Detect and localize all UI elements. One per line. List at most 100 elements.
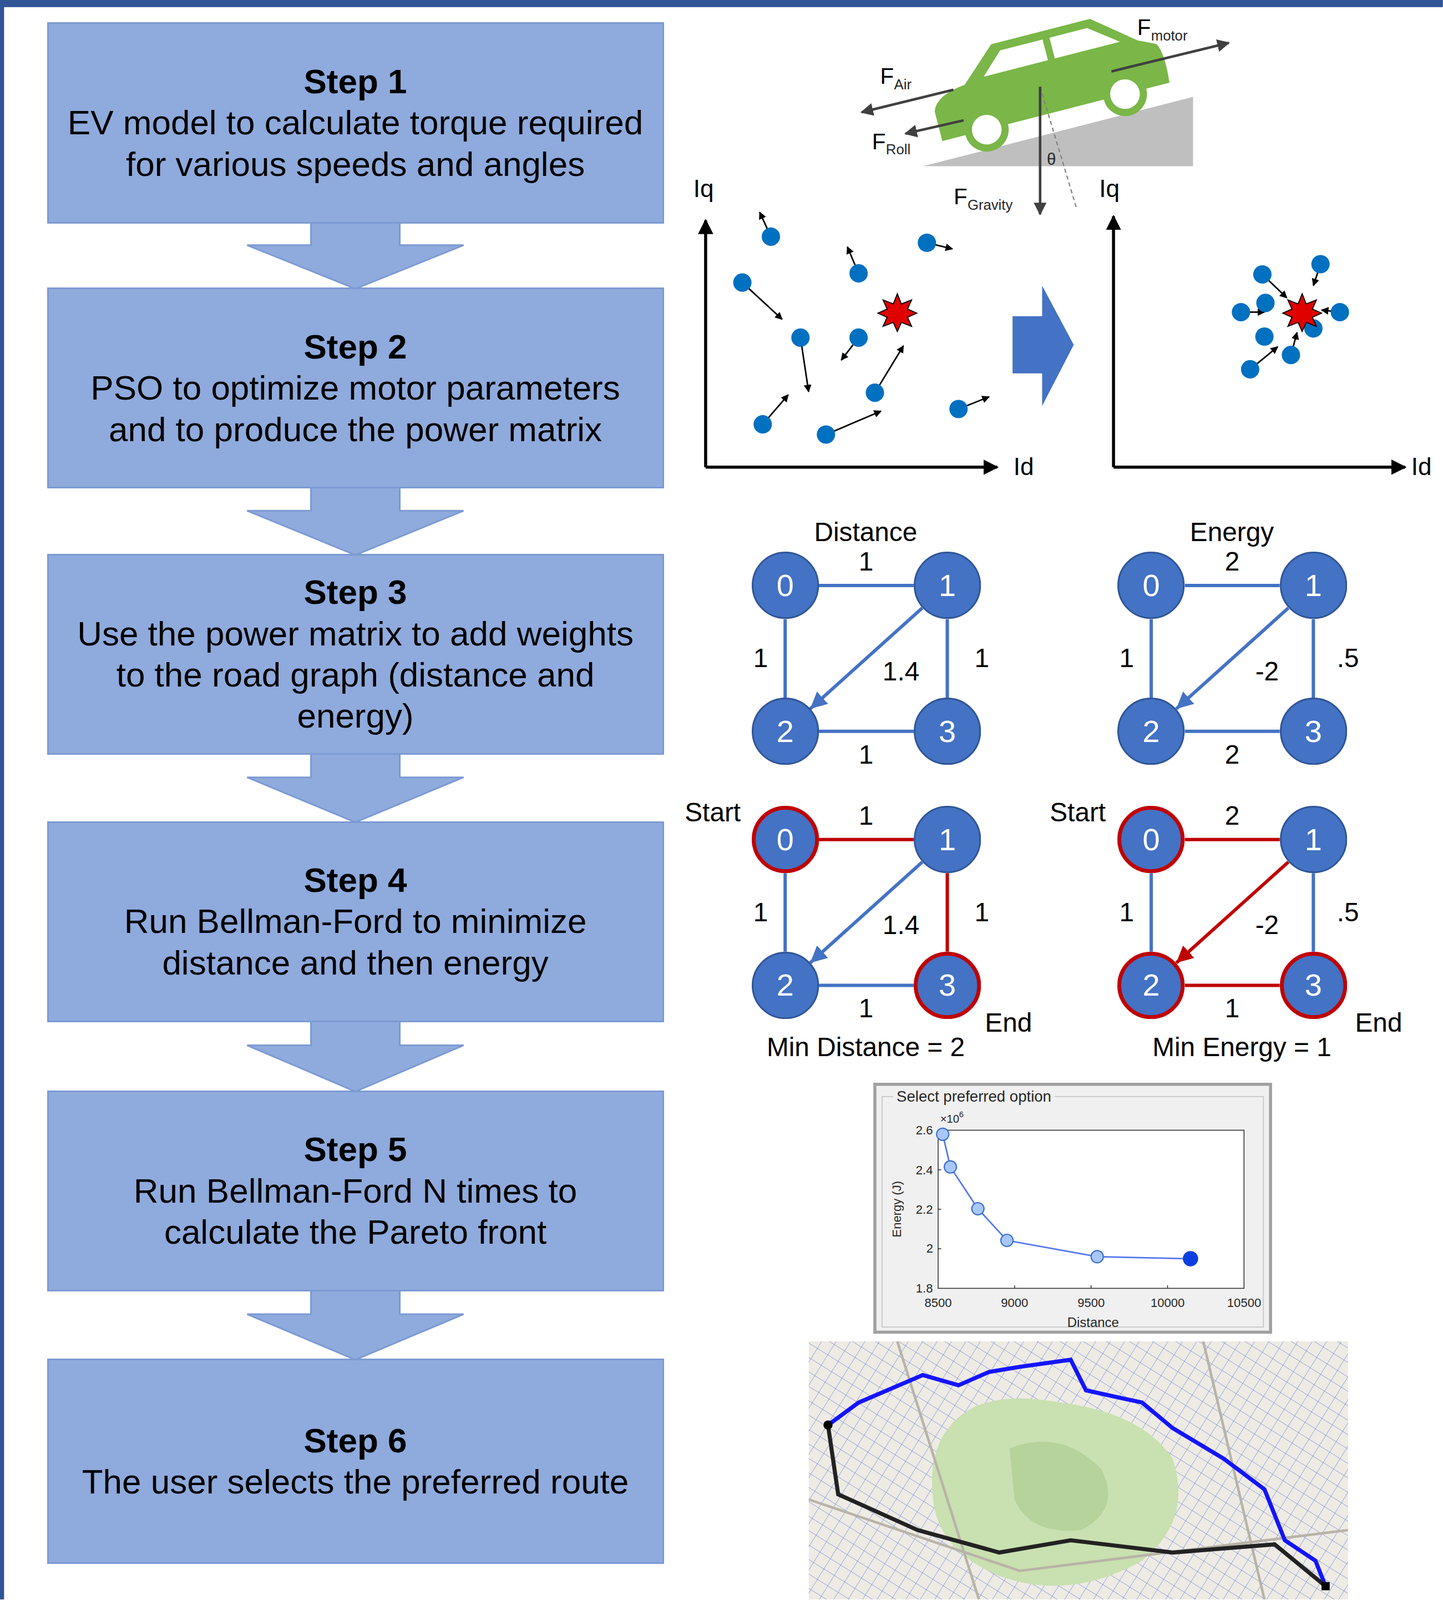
tick-label: 10500 <box>1227 1295 1262 1310</box>
process-box: Step 5Run Bellman-Ford N times to calcul… <box>47 1090 665 1291</box>
edge-weight: 2 <box>1224 739 1240 771</box>
process-box: Step 4Run Bellman-Ford to minimize dista… <box>47 821 665 1022</box>
vertex-circle <box>752 698 818 764</box>
step-description: PSO to optimize motor parameters and to … <box>62 367 650 450</box>
graph-vertex: 3 <box>1279 697 1348 765</box>
graph-vertex: 2 <box>751 951 819 1019</box>
graph-vertex: 0 <box>1117 805 1185 873</box>
graph-edge <box>809 608 923 710</box>
vertex-circle <box>1280 806 1346 873</box>
graph-edge <box>1176 608 1289 710</box>
edge-weight: 1 <box>974 897 990 928</box>
graph-vertex: 1 <box>913 551 981 619</box>
vertex-number: 3 <box>938 715 956 747</box>
edge-weight: 1 <box>858 546 874 577</box>
step-heading: Step 2 <box>304 326 408 368</box>
graph-vertex: 3 <box>913 951 981 1019</box>
tick-label: 1.8 <box>915 1281 934 1295</box>
graph-vertex: 0 <box>751 805 819 873</box>
graph-edge <box>1176 861 1289 963</box>
graph-title: Distance <box>813 517 918 548</box>
force-subscript: Roll <box>885 141 911 159</box>
graph-vertex: 3 <box>913 697 981 765</box>
flow-arrow <box>247 486 464 555</box>
tick-label: 2.4 <box>915 1162 934 1177</box>
axis-exponent: ×10 <box>940 1112 960 1126</box>
vertex-number: 1 <box>1304 569 1323 601</box>
exponent-superscript: 6 <box>959 1109 964 1120</box>
vertex-circle <box>1281 953 1345 1017</box>
route-map <box>808 1340 1349 1599</box>
panel-title: Select preferred option <box>893 1087 1055 1106</box>
step-heading: Step 1 <box>304 61 408 103</box>
graph-edge <box>1311 872 1315 952</box>
axis-label: Iq <box>1099 174 1120 204</box>
force-label: F <box>880 63 895 90</box>
vertex-number: 0 <box>1142 569 1161 601</box>
edge-weight: 1 <box>1224 993 1240 1024</box>
vertex-circle <box>1119 807 1183 872</box>
vertex-circle <box>915 953 979 1017</box>
graph-edge <box>818 729 914 733</box>
process-box: Step 1EV model to calculate torque requi… <box>47 22 665 224</box>
graph-edge <box>1185 983 1280 987</box>
tick-label: 2.6 <box>915 1122 934 1137</box>
step-description: Run Bellman-Ford N times to calculate th… <box>62 1170 650 1253</box>
edge-weight: 1 <box>858 800 874 832</box>
edge-weight: 1 <box>1119 897 1134 928</box>
graph-edge <box>1185 729 1280 733</box>
pareto-chart <box>874 1084 1271 1333</box>
result-label: Min Distance = 2 <box>766 1031 965 1063</box>
step-heading: Step 6 <box>304 1419 408 1461</box>
end-label: End <box>984 1007 1032 1039</box>
graph-title: Energy <box>1190 517 1274 548</box>
vertex-number: 3 <box>1304 969 1323 1001</box>
graph-edge <box>818 983 914 987</box>
step-heading: Step 3 <box>304 571 408 613</box>
graph-edge <box>945 619 949 698</box>
graph-vertex: 0 <box>751 551 819 619</box>
vertex-number: 2 <box>1142 969 1161 1001</box>
angle-label: θ <box>1046 149 1056 169</box>
tick-label: 2.2 <box>915 1202 934 1217</box>
vertex-number: 2 <box>776 715 794 747</box>
graph-edge <box>783 872 787 952</box>
vertex-number: 0 <box>1142 823 1161 855</box>
process-box: Step 2PSO to optimize motor parameters a… <box>47 287 665 489</box>
edge-weight: -2 <box>1255 656 1279 687</box>
graph-vertex: 1 <box>913 805 981 873</box>
step-description: The user selects the preferred route <box>82 1460 630 1502</box>
force-subscript: Gravity <box>967 196 1013 214</box>
vertex-circle <box>914 806 980 873</box>
force-label: F <box>1137 14 1152 41</box>
graph-edge <box>1149 619 1153 698</box>
vertex-number: 1 <box>938 823 956 855</box>
process-box: Step 6The user selects the preferred rou… <box>47 1358 665 1563</box>
tick-label: 2 <box>926 1241 934 1255</box>
graph-edge <box>1185 837 1280 842</box>
axis-title: Distance <box>1067 1314 1120 1330</box>
flow-arrow <box>247 221 464 290</box>
start-label: Start <box>1049 797 1106 828</box>
graph-vertex: 2 <box>1117 951 1185 1019</box>
force-subscript: Air <box>894 76 912 94</box>
force-label: F <box>872 128 886 155</box>
step-description: Run Bellman-Ford to minimize distance an… <box>62 900 650 984</box>
tick-label: 10000 <box>1150 1295 1185 1310</box>
axis-label: Id <box>1013 452 1035 481</box>
start-label: Start <box>684 797 741 828</box>
vertex-circle <box>1118 552 1184 619</box>
edge-weight: 1.4 <box>882 909 920 941</box>
edge-weight: 2 <box>1224 546 1240 577</box>
graph-edge <box>818 583 914 587</box>
edge-weight: -2 <box>1255 909 1279 941</box>
graph-edge <box>1185 583 1280 587</box>
graph-edge <box>809 861 923 963</box>
result-label: Min Energy = 1 <box>1152 1031 1332 1063</box>
edge-weight: .5 <box>1337 642 1360 674</box>
vertex-number: 1 <box>1304 823 1323 855</box>
vertex-circle <box>752 552 818 619</box>
flow-arrow <box>247 1289 464 1360</box>
edge-weight: 1.4 <box>882 656 920 687</box>
graph-vertex: 1 <box>1279 805 1348 873</box>
